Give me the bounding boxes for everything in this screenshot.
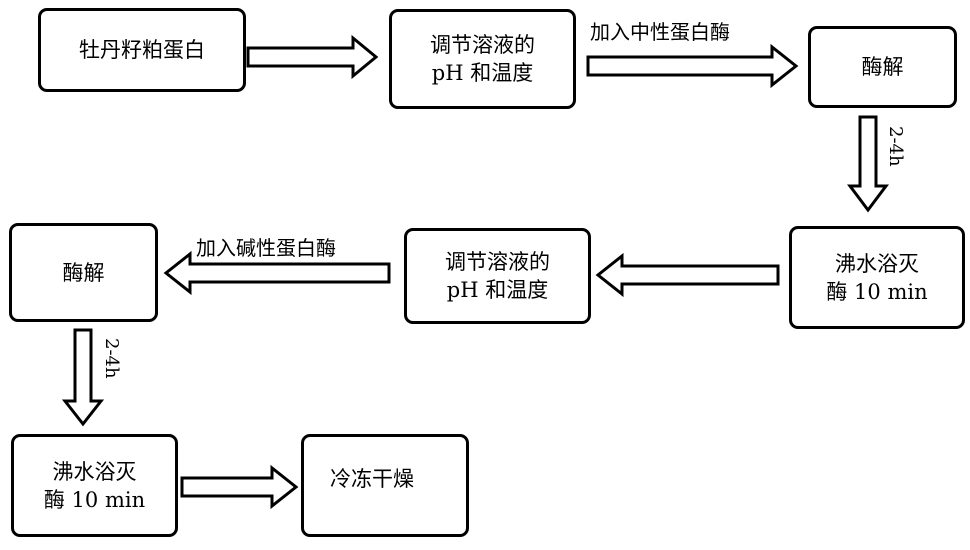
arrow-step1-to-step2 (248, 38, 376, 76)
arrow-step7-to-step8 (182, 468, 296, 506)
step-enzymolysis-1: 酶解 (808, 26, 957, 108)
arrow-step6-to-step7 (65, 330, 101, 424)
step-adjust-ph-temperature-1: 调节溶液的pH 和温度 (389, 9, 576, 109)
node-text-line: 沸水浴灭 (53, 458, 137, 486)
label-duration-2: 2-4h (101, 338, 122, 379)
node-text-line: 酶 10 min (44, 486, 145, 514)
node-text-line: 调节溶液的 (430, 31, 535, 59)
step-boiling-inactivation-2: 沸水浴灭酶 10 min (11, 434, 178, 537)
arrow-step3-to-step4 (850, 117, 886, 210)
node-text-line: 酶 10 min (826, 278, 927, 306)
node-text-line: 冷冻干燥 (330, 465, 414, 493)
node-text-line: pH 和温度 (432, 59, 533, 87)
label-duration-1: 2-4h (885, 126, 906, 167)
label-add-alkaline-protease: 加入碱性蛋白酶 (196, 232, 336, 261)
arrow-step4-to-step5 (598, 256, 778, 294)
node-text-line: 牡丹籽粕蛋白 (79, 36, 205, 64)
label-add-neutral-protease: 加入中性蛋白酶 (590, 16, 730, 45)
step-boiling-inactivation-1: 沸水浴灭酶 10 min (789, 226, 965, 329)
node-text-line: 调节溶液的 (445, 248, 550, 276)
step-soy-meal-protein: 牡丹籽粕蛋白 (38, 8, 246, 92)
node-text-line: 酶解 (63, 259, 105, 287)
node-text-line: 酶解 (862, 53, 904, 81)
step-enzymolysis-2: 酶解 (9, 223, 158, 322)
node-text-line: pH 和温度 (447, 276, 548, 304)
step-freeze-drying: 冷冻干燥 (301, 434, 469, 537)
arrow-step2-to-step3 (588, 47, 796, 85)
node-text-line: 沸水浴灭 (835, 250, 919, 278)
step-adjust-ph-temperature-2: 调节溶液的pH 和温度 (404, 228, 591, 324)
